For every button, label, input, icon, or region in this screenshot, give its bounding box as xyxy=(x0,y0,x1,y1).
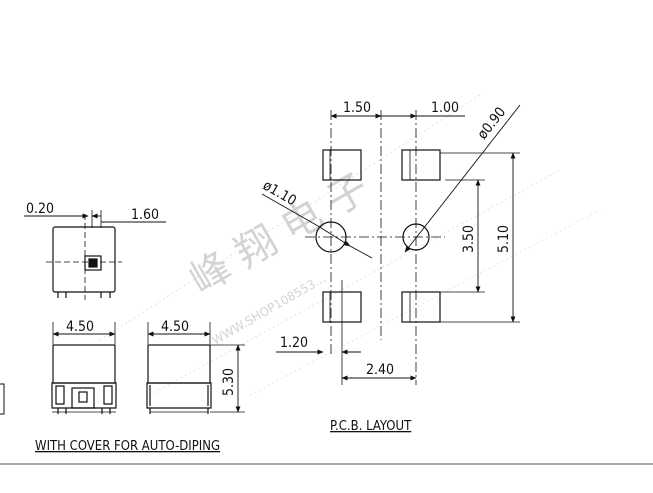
front-view xyxy=(51,322,117,414)
dim-top-gap: 0.20 xyxy=(26,201,54,217)
dim-top-width: 1.60 xyxy=(131,207,159,223)
left-edge-fragment xyxy=(0,383,5,415)
pcb-layout xyxy=(261,104,521,385)
dim-pcb-hole-small: ø1.10 xyxy=(260,178,299,210)
top-view xyxy=(24,210,166,300)
dim-pcb-pad-width: 1.20 xyxy=(280,335,308,351)
dim-pcb-hole-large: ø0.90 xyxy=(475,104,510,142)
dim-side-height: 5.30 xyxy=(221,368,237,396)
side-view xyxy=(146,322,245,414)
dim-pcb-hole-pitch: 2.40 xyxy=(366,362,394,378)
dim-pcb-left-pitch: 1.50 xyxy=(343,100,371,116)
watermark: 峰 翔 电 子 WWW.SHOP108553... xyxy=(99,94,601,396)
dim-pcb-right-pitch: 1.00 xyxy=(431,100,459,116)
dim-front-width: 4.50 xyxy=(66,319,94,335)
caption-pcb-layout: P.C.B. LAYOUT xyxy=(330,419,412,434)
caption-auto-diping: WITH COVER FOR AUTO-DIPING xyxy=(35,439,220,454)
dim-pcb-vertical-pitch: 3.50 xyxy=(461,225,477,253)
dim-side-width: 4.50 xyxy=(161,319,189,335)
dim-pcb-total-height: 5.10 xyxy=(496,225,512,253)
